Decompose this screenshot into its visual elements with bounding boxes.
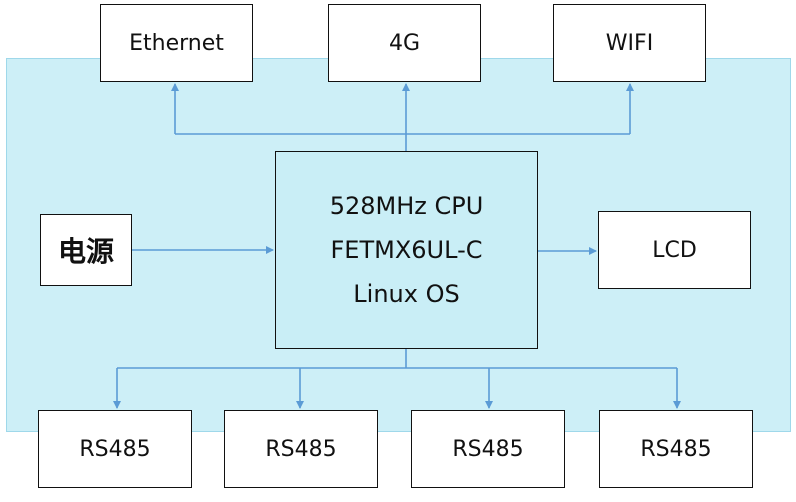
cpu-line-2: FETMX6UL-C [330, 236, 483, 264]
power-box: 电源 [40, 214, 132, 286]
rs485-label-3: RS485 [452, 436, 524, 462]
rs485-box-2: RS485 [224, 410, 378, 488]
rs485-box-1: RS485 [38, 410, 192, 488]
cpu-line-3: Linux OS [353, 280, 460, 308]
power-label: 电源 [57, 235, 114, 268]
ethernet-box: Ethernet [100, 4, 253, 82]
ethernet-label: Ethernet [129, 30, 224, 56]
lcd-label: LCD [652, 237, 697, 263]
rs485-box-4: RS485 [599, 410, 753, 488]
4g-label: 4G [388, 30, 421, 56]
4g-box: 4G [328, 4, 481, 82]
rs485-label-4: RS485 [640, 436, 712, 462]
lcd-box: LCD [598, 211, 751, 289]
cpu-line-1: 528MHz CPU [329, 192, 484, 220]
rs485-label-2: RS485 [265, 436, 337, 462]
wifi-label: WIFI [605, 30, 654, 56]
rs485-box-3: RS485 [411, 410, 565, 488]
rs485-label-1: RS485 [79, 436, 151, 462]
wifi-box: WIFI [553, 4, 706, 82]
cpu-box: 528MHz CPU FETMX6UL-C Linux OS [275, 151, 538, 349]
